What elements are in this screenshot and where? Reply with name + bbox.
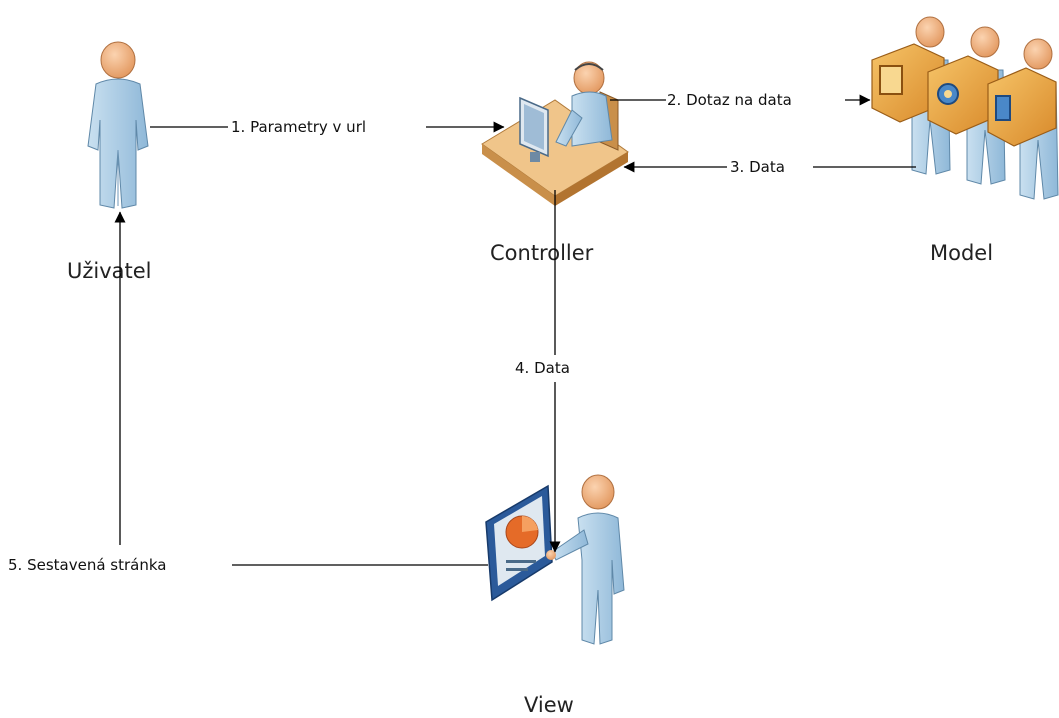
controller-operator-icon <box>481 61 629 206</box>
edge-4-label: 4. Data <box>515 359 570 377</box>
edge-1: 1. Parametry v url <box>150 118 505 136</box>
edge-3: 3. Data <box>623 158 916 176</box>
edge-5: 5. Sestavená stránka <box>8 211 488 574</box>
user-label: Uživatel <box>67 259 152 283</box>
model-label: Model <box>930 241 993 265</box>
user-person-icon <box>87 41 149 209</box>
edge-1-label: 1. Parametry v url <box>231 118 366 136</box>
view-presenter-screen-icon <box>485 474 625 645</box>
view-label: View <box>524 693 574 717</box>
edge-3-label: 3. Data <box>730 158 785 176</box>
controller-label: Controller <box>490 241 594 265</box>
edge-2-label: 2. Dotaz na data <box>667 91 792 109</box>
edge-2: 2. Dotaz na data <box>610 91 871 109</box>
model-people-boxes-icon <box>871 16 1059 200</box>
edge-5-label: 5. Sestavená stránka <box>8 556 166 574</box>
edge-4: 4. Data <box>515 190 570 553</box>
